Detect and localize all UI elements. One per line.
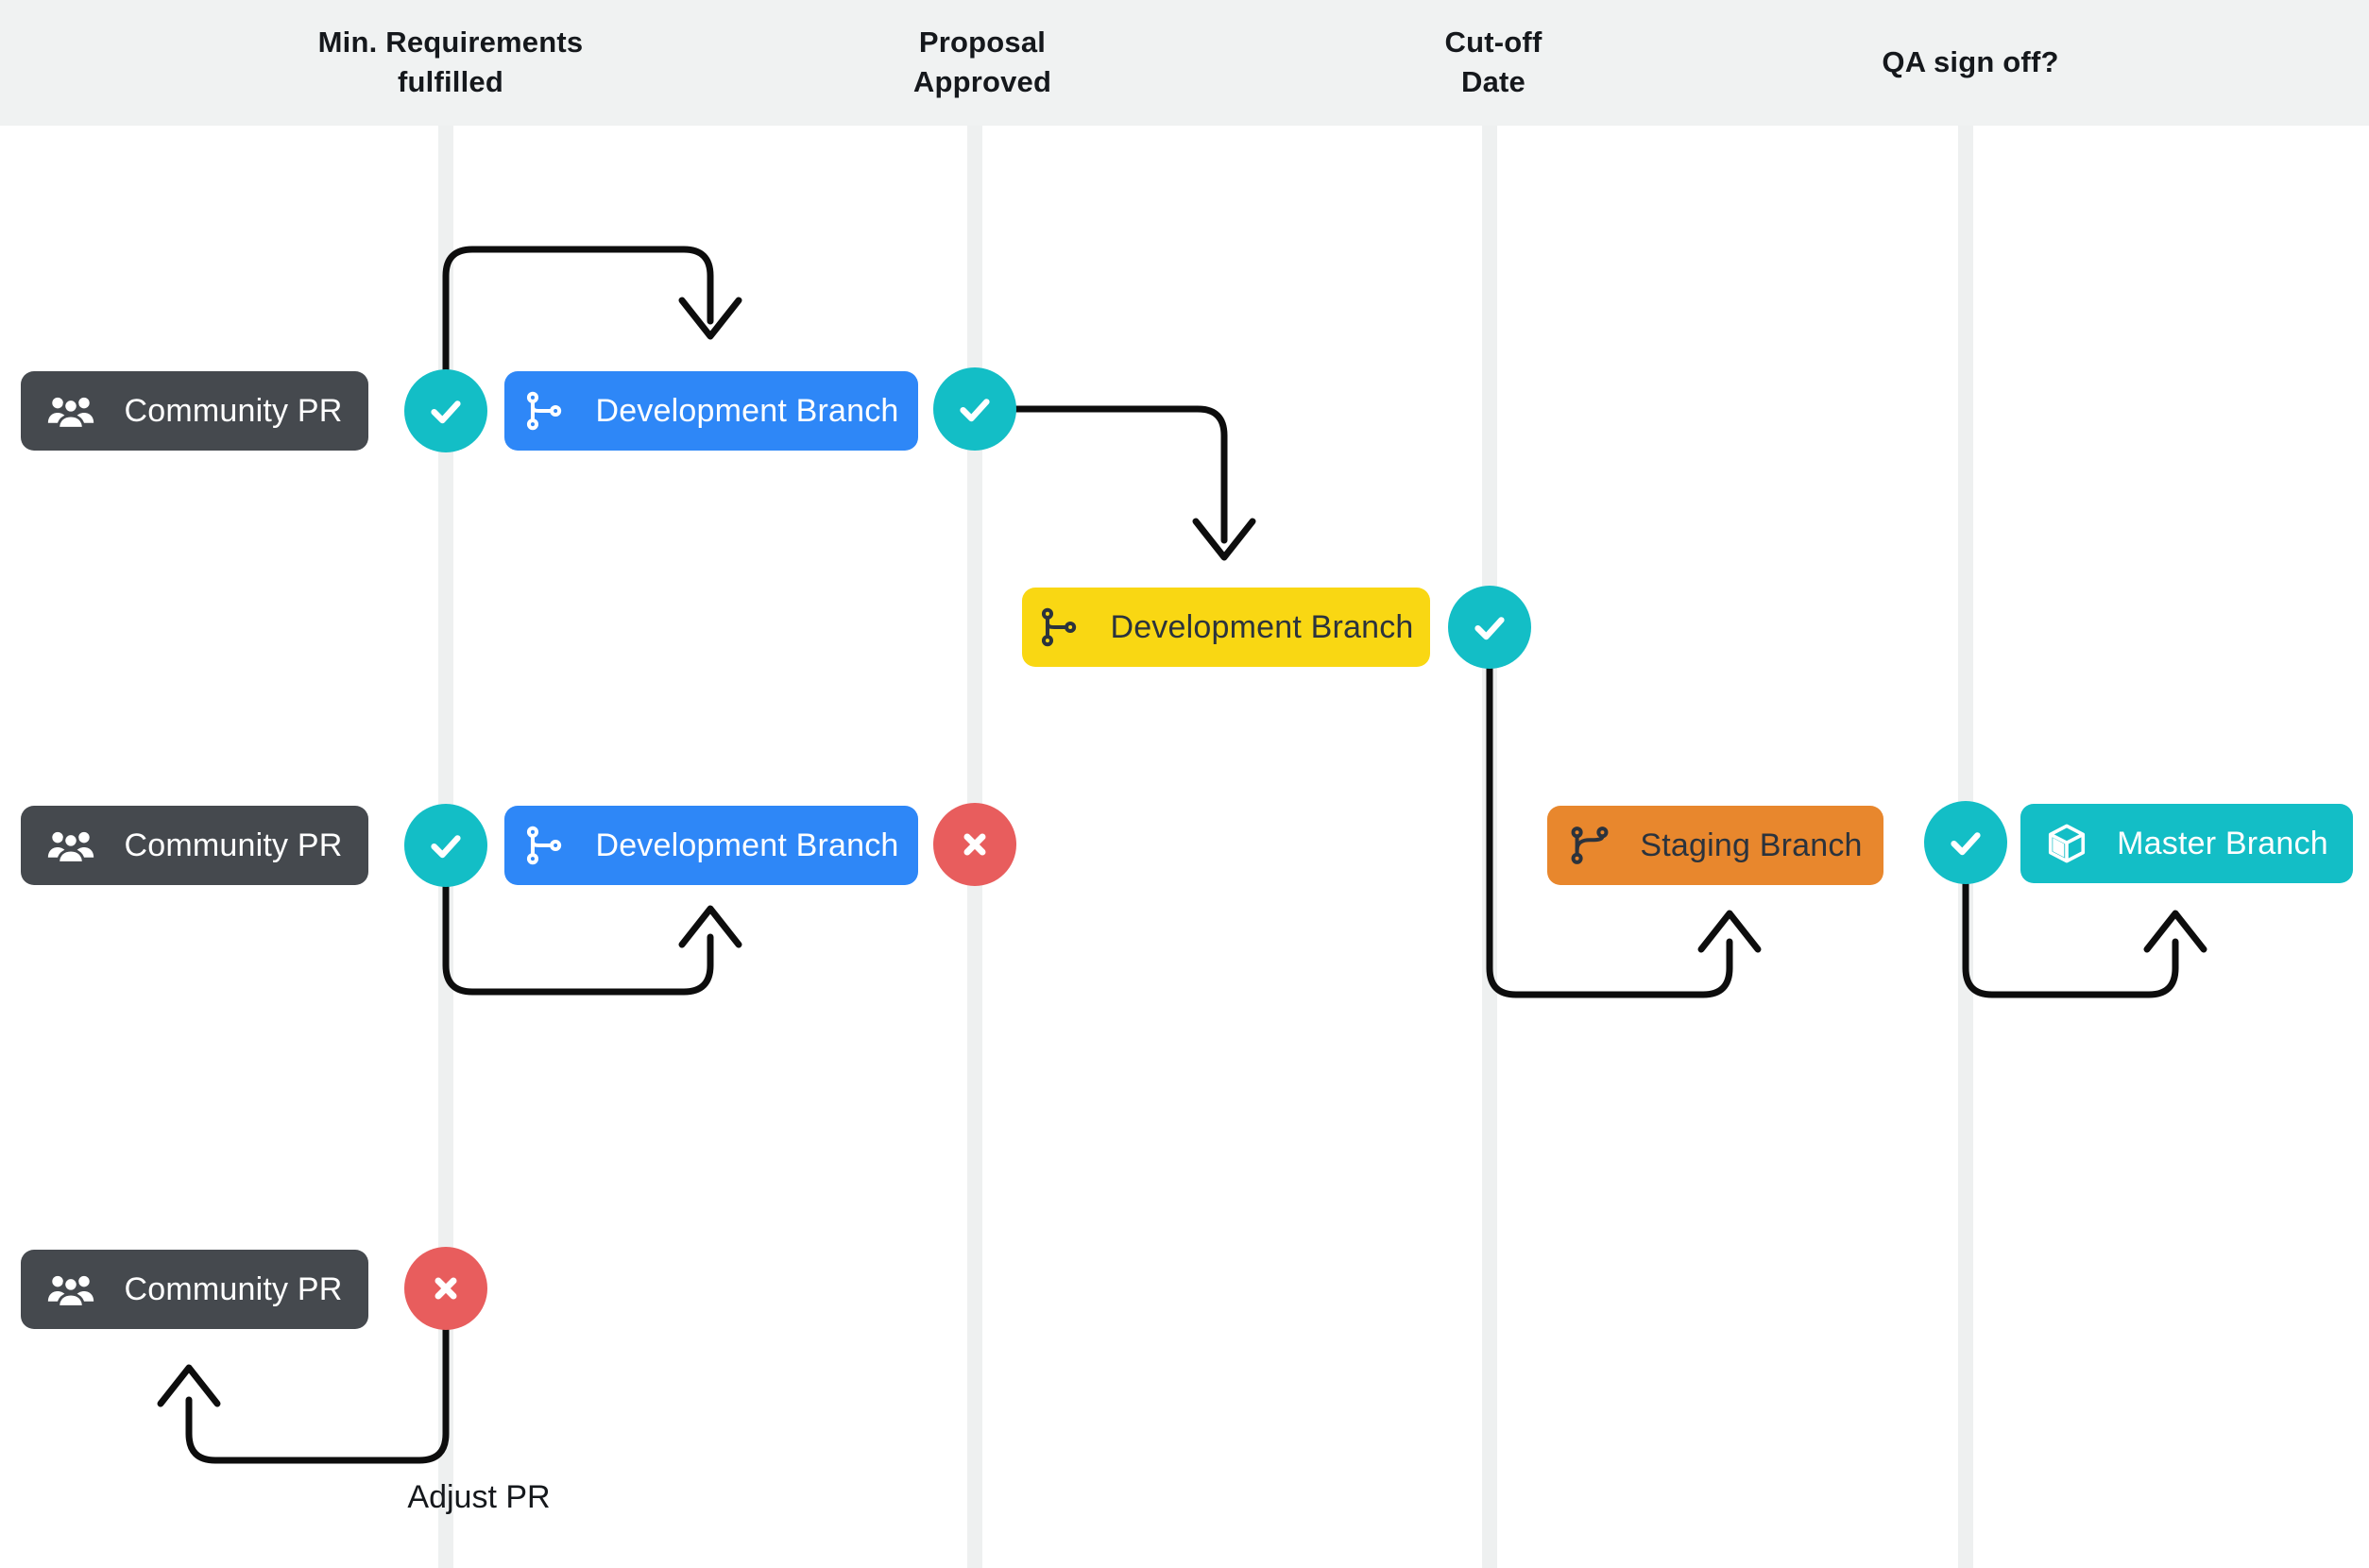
header-line: Date [1460, 65, 1525, 98]
arrow-check1-to-dev-branch-top [442, 246, 742, 373]
community-pr-node: Community PR [21, 806, 368, 885]
header-band: Min. Requirements fulfilled Proposal App… [0, 0, 2369, 126]
column-header-proposal-approved: Proposal Approved [913, 17, 1051, 108]
git-branch-icon [523, 824, 567, 867]
arrow-check2-to-proposal-branch [1013, 405, 1256, 561]
column-header-cutoff-date: Cut-off Date [1445, 17, 1542, 108]
development-branch-node: Development Branch [504, 371, 918, 451]
users-icon [46, 1270, 95, 1309]
community-pr-node: Community PR [21, 371, 368, 451]
git-branch-icon [523, 389, 567, 433]
header-line: QA sign off? [1882, 45, 2059, 78]
header-line: fulfilled [397, 65, 504, 98]
node-label: Staging Branch [1640, 827, 1863, 863]
users-icon [46, 827, 95, 865]
check-icon [431, 835, 461, 859]
node-label: Development Branch [595, 827, 899, 863]
package-icon [2045, 822, 2088, 865]
check-icon [1474, 617, 1505, 640]
column-header-min-requirements: Min. Requirements fulfilled [318, 17, 584, 108]
development-branch-node: Development Branch [504, 806, 918, 885]
header-line: Cut-off [1444, 26, 1542, 59]
arrow-check3-to-staging-branch [1486, 665, 1762, 998]
adjust-pr-label: Adjust PR [407, 1479, 551, 1515]
node-label: Development Branch [595, 392, 899, 429]
arrow-qa-check-to-master-branch [1962, 880, 2207, 998]
check-marker [1448, 586, 1531, 669]
git-branch-icon [1038, 605, 1082, 649]
node-label: Community PR [124, 392, 343, 429]
community-pr-node: Community PR [21, 1250, 368, 1329]
git-merge-icon [1568, 824, 1611, 867]
check-marker [404, 369, 487, 452]
users-icon [46, 392, 95, 431]
node-label: Community PR [124, 827, 343, 863]
header-line: Approved [912, 65, 1052, 98]
check-icon [960, 399, 990, 422]
x-icon [435, 1277, 457, 1300]
staging-branch-node: Staging Branch [1547, 806, 1883, 885]
check-icon [1951, 832, 1981, 856]
node-label: Master Branch [2117, 825, 2328, 861]
column-header-qa-signoff: QA sign off? [1882, 17, 2058, 108]
x-icon [963, 833, 986, 856]
check-marker [404, 804, 487, 887]
node-label: Community PR [124, 1270, 343, 1307]
reject-marker [404, 1247, 487, 1330]
reject-marker [933, 803, 1016, 886]
arrow-check-loop-to-dev-branch-bottom [442, 883, 742, 996]
arrow-reject-loop-adjust-pr [157, 1326, 450, 1464]
check-marker [1924, 801, 2007, 884]
header-line: Proposal [918, 26, 1047, 59]
header-line: Min. Requirements [317, 26, 584, 59]
check-marker [933, 367, 1016, 451]
master-branch-node: Master Branch [2020, 804, 2353, 883]
node-label: Development Branch [1110, 608, 1414, 645]
development-branch-proposal-node: Development Branch [1022, 588, 1430, 667]
check-icon [431, 401, 461, 424]
